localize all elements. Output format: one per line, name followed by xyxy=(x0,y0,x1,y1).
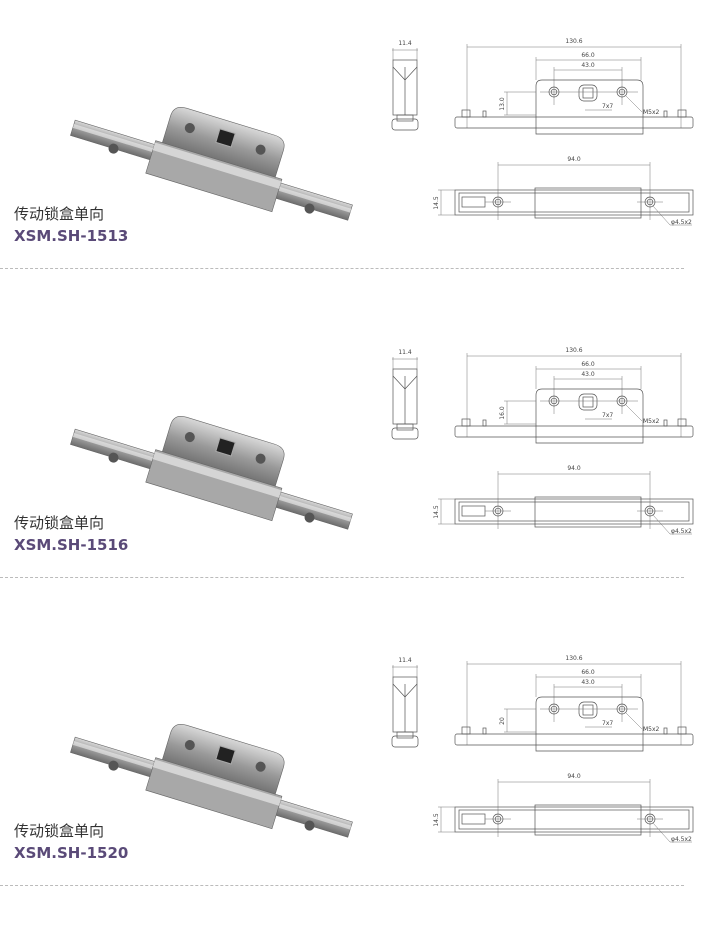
dim-square: 7x7 xyxy=(602,412,613,419)
dim-bottom-span: 94.0 xyxy=(567,465,581,472)
front-view: 130.6 66.0 43.0 16.0 7x7 M5x2 xyxy=(454,347,694,444)
dim-plate: 66.0 xyxy=(581,669,595,676)
product-code: XSM.SH-1513 xyxy=(14,227,129,245)
divider xyxy=(0,268,684,269)
bottom-view: 94.0 14.5 φ4.5x2 xyxy=(433,156,694,226)
bottom-view: 94.0 14.5 φ4.5x2 xyxy=(433,465,694,535)
product-section: 11.4 130.6 66.0 43.0 13.0 7x7 xyxy=(0,0,710,308)
front-view: 130.6 66.0 43.0 13.0 7x7 M5x2 xyxy=(454,38,694,135)
dim-thread: M5x2 xyxy=(643,726,660,733)
technical-drawing: 11.4 130.6 66.0 43.0 20 7x7 xyxy=(391,655,694,843)
side-view: 11.4 xyxy=(391,657,419,748)
bottom-view: 94.0 14.5 φ4.5x2 xyxy=(433,773,694,843)
dim-overall: 130.6 xyxy=(565,38,582,45)
product-section: 11.4 130.6 66.0 43.0 16.0 7x7 xyxy=(0,309,710,617)
dim-bar-width: 14.5 xyxy=(433,505,440,519)
dim-plate: 66.0 xyxy=(581,52,595,59)
dim-overall: 130.6 xyxy=(565,347,582,354)
dim-bore: φ4.5x2 xyxy=(671,836,692,843)
dim-bottom-span: 94.0 xyxy=(567,773,581,780)
dim-bar-width: 14.5 xyxy=(433,813,440,827)
dim-plate: 66.0 xyxy=(581,361,595,368)
product-code: XSM.SH-1516 xyxy=(14,536,129,554)
dim-side-width: 11.4 xyxy=(398,657,412,664)
dim-holes: 43.0 xyxy=(581,62,595,69)
front-view: 130.6 66.0 43.0 20 7x7 M5x2 xyxy=(454,655,694,752)
dim-thread: M5x2 xyxy=(643,418,660,425)
dim-holes: 43.0 xyxy=(581,371,595,378)
dim-bottom-span: 94.0 xyxy=(567,156,581,163)
dim-height: 20 xyxy=(499,717,506,725)
dim-bore: φ4.5x2 xyxy=(671,219,692,226)
divider xyxy=(0,885,684,886)
dim-bore: φ4.5x2 xyxy=(671,528,692,535)
technical-drawing: 11.4 130.6 66.0 43.0 16.0 7x7 xyxy=(391,347,694,535)
product-photo xyxy=(70,723,353,838)
dim-square: 7x7 xyxy=(602,103,613,110)
product-section: 11.4 130.6 66.0 43.0 20 7x7 xyxy=(0,617,710,925)
product-photo xyxy=(70,415,353,530)
product-title: 传动锁盒单向 xyxy=(14,205,105,223)
side-view: 11.4 xyxy=(391,349,419,440)
technical-drawing: 11.4 130.6 66.0 43.0 13.0 7x7 xyxy=(391,38,694,226)
dim-square: 7x7 xyxy=(602,720,613,727)
dim-side-width: 11.4 xyxy=(398,40,412,47)
dim-height: 16.0 xyxy=(499,406,506,420)
dim-side-width: 11.4 xyxy=(398,349,412,356)
divider xyxy=(0,577,684,578)
product-title: 传动锁盒单向 xyxy=(14,514,105,532)
product-code: XSM.SH-1520 xyxy=(14,844,129,862)
dim-height: 13.0 xyxy=(499,97,506,111)
dim-bar-width: 14.5 xyxy=(433,196,440,210)
product-photo xyxy=(70,106,353,221)
dim-thread: M5x2 xyxy=(643,109,660,116)
dim-holes: 43.0 xyxy=(581,679,595,686)
dim-overall: 130.6 xyxy=(565,655,582,662)
side-view: 11.4 xyxy=(391,40,419,131)
product-title: 传动锁盒单向 xyxy=(14,822,105,840)
